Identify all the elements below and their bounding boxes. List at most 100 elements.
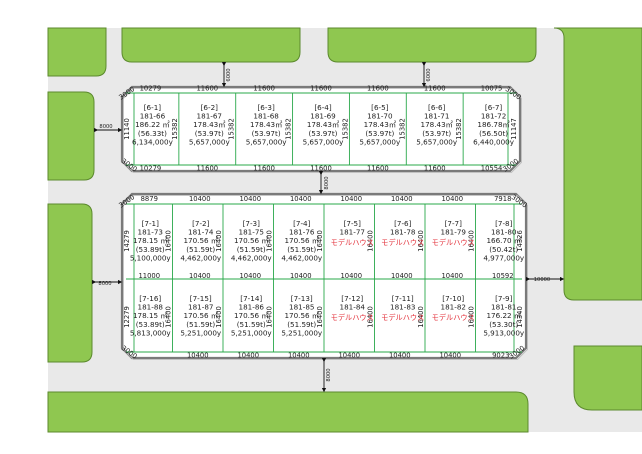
lot-label: 178.43㎡ xyxy=(307,120,339,129)
dimension-label: 10400 xyxy=(391,272,413,280)
green-parcel xyxy=(573,345,642,411)
lot-label: [6-3] xyxy=(257,103,275,112)
dimension-label: 15382 xyxy=(455,118,463,140)
lot-label: (50.42t) xyxy=(489,245,518,254)
lot-label: 5,657,000y xyxy=(416,137,458,146)
dimension-label: 14279 xyxy=(123,230,131,252)
lot-label: 5,100,000y xyxy=(130,253,172,262)
lot-label: 5,251,000y xyxy=(231,328,273,337)
lot-label: (53.97t) xyxy=(422,129,451,138)
dimension-label: 10400 xyxy=(189,272,211,280)
dimension-label: 11600 xyxy=(367,165,389,173)
lot-label: [7-2] xyxy=(192,219,210,228)
dimension-label: 10592 xyxy=(492,272,514,280)
dimension-label: 10400 xyxy=(338,352,360,360)
dimension-label: 16400 xyxy=(266,306,274,328)
lot-label: 181-80 xyxy=(491,228,517,237)
lot-label: (53.89t) xyxy=(136,320,165,329)
dimension-label: 8879 xyxy=(141,195,158,203)
lot-label: 181-85 xyxy=(289,303,314,312)
lot-label: (51.59t) xyxy=(186,245,215,254)
lot-label: 181-86 xyxy=(239,303,265,312)
dimension-label: 10400 xyxy=(439,352,461,360)
lot-label: 170.56 ㎡ xyxy=(183,311,218,320)
block-shadow xyxy=(123,88,522,173)
dimension-label: 11600 xyxy=(253,165,275,173)
lot-label: 178.43㎡ xyxy=(364,120,396,129)
dimension-label: 10400 xyxy=(189,195,211,203)
lot-label: (53.30t) xyxy=(489,320,518,329)
dimension-label: 7918 xyxy=(494,195,511,203)
lot-label: 181-73 xyxy=(138,228,163,237)
dimension-label: 9023 xyxy=(492,352,509,360)
lot-label: 181-72 xyxy=(481,112,506,121)
lot-label: 181-71 xyxy=(424,112,449,121)
dimension-label: 15382 xyxy=(341,118,349,140)
lot-label: [7-11] xyxy=(392,294,414,303)
dimension-label: 11600 xyxy=(253,85,275,93)
green-parcel xyxy=(47,27,107,77)
green-parcel xyxy=(121,27,301,63)
lot-label: 5,657,000y xyxy=(359,137,401,146)
lot-label: [6-1] xyxy=(144,103,162,112)
green-parcel xyxy=(327,27,537,63)
dimension-label: 11600 xyxy=(424,165,446,173)
road-width-label: 8000 xyxy=(326,368,332,381)
lot-label: 186.78㎡ xyxy=(477,120,509,129)
road-width-label: 6000 xyxy=(426,68,432,81)
lot-label: モデルハウス xyxy=(331,313,374,322)
lot-label: 170.56 ㎡ xyxy=(284,236,319,245)
dimension-label: 16400 xyxy=(367,230,375,252)
block-7: 8879 10400 10400 10400 10400 10400 10400 7918 11… xyxy=(117,192,529,361)
lot-label: 5,251,000y xyxy=(281,328,323,337)
green-parcel xyxy=(47,203,93,363)
road-width-label: 8000 xyxy=(324,176,330,189)
dimension-label: 16400 xyxy=(266,230,274,252)
lot-label: 5,657,000y xyxy=(303,137,345,146)
dimension-label: 10400 xyxy=(441,195,463,203)
lot-label: (53.97t) xyxy=(365,129,394,138)
lot-label: モデルハウス xyxy=(381,313,424,322)
lot-label: モデルハウス xyxy=(432,238,475,247)
dimension-label: 10400 xyxy=(340,195,362,203)
lot-label: 6,134,000y xyxy=(132,137,174,146)
lot-label: 6,440,000y xyxy=(473,137,515,146)
road-width-label: 10000 xyxy=(534,277,551,283)
lot-label: (51.59t) xyxy=(287,320,316,329)
dimension-label: 15382 xyxy=(171,118,179,140)
lot-label: 181-75 xyxy=(239,228,264,237)
lot-label: 178.15 ㎡ xyxy=(133,236,168,245)
lot-label: (51.59t) xyxy=(237,245,266,254)
road-width-label: 6000 xyxy=(226,68,232,81)
dimension-label: 11600 xyxy=(367,85,389,93)
block-shadow xyxy=(123,195,528,360)
lot-label: 181-88 xyxy=(138,303,164,312)
dimension-label: 10279 xyxy=(140,85,162,93)
lot-label: (51.59t) xyxy=(237,320,266,329)
dimension-label: 16400 xyxy=(316,306,324,328)
dimension-label: 10400 xyxy=(288,352,310,360)
lot-label: [7-12] xyxy=(341,294,363,303)
lot-label: 5,813,000y xyxy=(130,328,172,337)
dimension-label: 16400 xyxy=(417,230,425,252)
lot-label: 181-76 xyxy=(289,228,315,237)
dimension-label: 16400 xyxy=(165,306,173,328)
lot-label: モデルハウス xyxy=(381,238,424,247)
lot-label: 181-68 xyxy=(253,112,279,121)
dimension-label: 10400 xyxy=(239,272,261,280)
road-width-label: 8000 xyxy=(98,281,111,287)
dimension-label: 16400 xyxy=(468,230,476,252)
dimension-label: 11000 xyxy=(138,272,160,280)
dimension-label: 14326 xyxy=(516,230,524,252)
lot-label: 181-79 xyxy=(441,228,467,237)
lot-label: 5,657,000y xyxy=(189,137,231,146)
lot-label: [6-2] xyxy=(201,103,219,112)
dimension-label: 10075 xyxy=(481,85,503,93)
lot-label: 5,913,000y xyxy=(483,328,525,337)
dimension-label: 12279 xyxy=(123,306,131,328)
lot-label: [7-13] xyxy=(291,294,313,303)
lot-label: [7-6] xyxy=(394,219,412,228)
lot-label: 181-82 xyxy=(441,303,466,312)
dimension-label: 16400 xyxy=(468,306,476,328)
